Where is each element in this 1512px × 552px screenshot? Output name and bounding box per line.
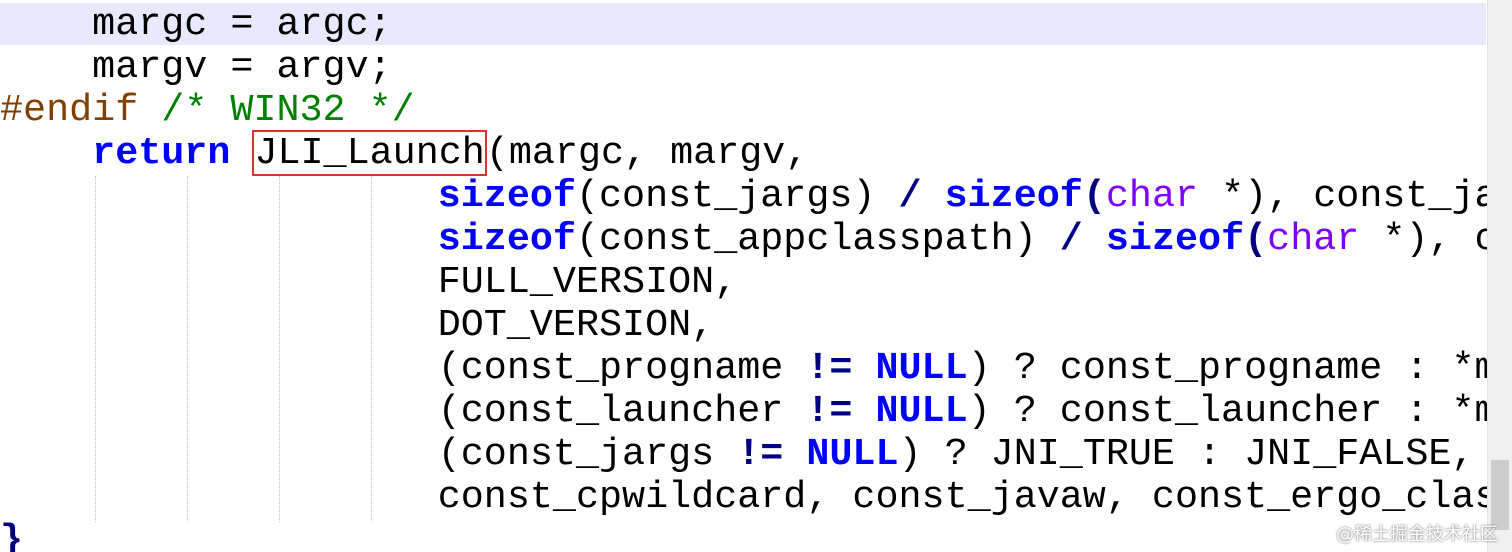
closing-brace: } <box>0 518 24 552</box>
keyword-sizeof: sizeof <box>437 217 576 261</box>
code-line-4[interactable]: return JLI_Launch(margc, margv, <box>0 130 809 176</box>
keyword-null: NULL <box>875 346 968 390</box>
code-text: (margc, margv, <box>485 131 809 175</box>
code-text: margc = argc; <box>92 2 392 46</box>
code-line-7[interactable]: FULL_VERSION, <box>0 260 738 304</box>
keyword-null: NULL <box>875 389 968 433</box>
operator: / <box>898 174 922 218</box>
code-line-9[interactable]: (const_progname != NULL) ? const_prognam… <box>437 346 1498 390</box>
code-line-3[interactable]: #endif /* WIN32 */ <box>0 89 415 132</box>
current-line-highlight <box>0 3 1486 45</box>
keyword-sizeof: sizeof <box>437 174 576 218</box>
keyword-null: NULL <box>806 432 899 476</box>
code-line-11[interactable]: (const_jargs != NULL) ? JNI_TRUE : JNI_F… <box>437 432 1475 476</box>
code-line-8[interactable]: DOT_VERSION, <box>0 304 714 347</box>
code-line-10[interactable]: (const_launcher != NULL) ? const_launche… <box>437 389 1498 433</box>
indent-guide <box>371 176 372 522</box>
keyword-return: return <box>92 131 231 175</box>
type-char: char <box>1267 217 1360 261</box>
code-line-2[interactable]: margv = argv; <box>0 46 392 89</box>
operator: != <box>806 346 853 390</box>
type-char: char <box>1105 174 1199 218</box>
code-comment: /* WIN32 */ <box>161 88 415 132</box>
code-line-6[interactable]: sizeof(const_appclasspath) / sizeof(char… <box>437 217 1498 261</box>
code-text: DOT_VERSION, <box>437 303 715 347</box>
indent-guide <box>279 176 280 522</box>
code-line-12[interactable]: const_cpwildcard, const_javaw, const_erg… <box>0 476 1498 519</box>
vertical-scrollbar[interactable] <box>1487 0 1512 552</box>
code-line-1[interactable]: margc = argc; <box>0 3 392 46</box>
code-line-5[interactable]: sizeof(const_jargs) / sizeof(char *), co… <box>437 174 1498 218</box>
code-text: FULL_VERSION, <box>437 260 738 304</box>
keyword-sizeof: sizeof <box>944 174 1083 218</box>
code-line-13[interactable]: } <box>0 519 23 552</box>
indent-guide <box>95 176 96 522</box>
scrollbar-thumb[interactable] <box>1491 460 1509 530</box>
watermark: @稀土掘金技术社区 <box>1336 524 1498 545</box>
operator: != <box>806 389 853 433</box>
code-text: margv = argv; <box>92 45 392 89</box>
code-text: const_cpwildcard, const_javaw, const_erg… <box>437 475 1498 519</box>
operator: / <box>1059 217 1083 261</box>
preprocessor-directive: #endif <box>0 88 139 132</box>
highlighted-function-name: JLI_Launch <box>252 130 487 176</box>
operator: != <box>737 432 784 476</box>
indent-guide <box>187 176 188 522</box>
keyword-sizeof: sizeof <box>1105 217 1245 261</box>
